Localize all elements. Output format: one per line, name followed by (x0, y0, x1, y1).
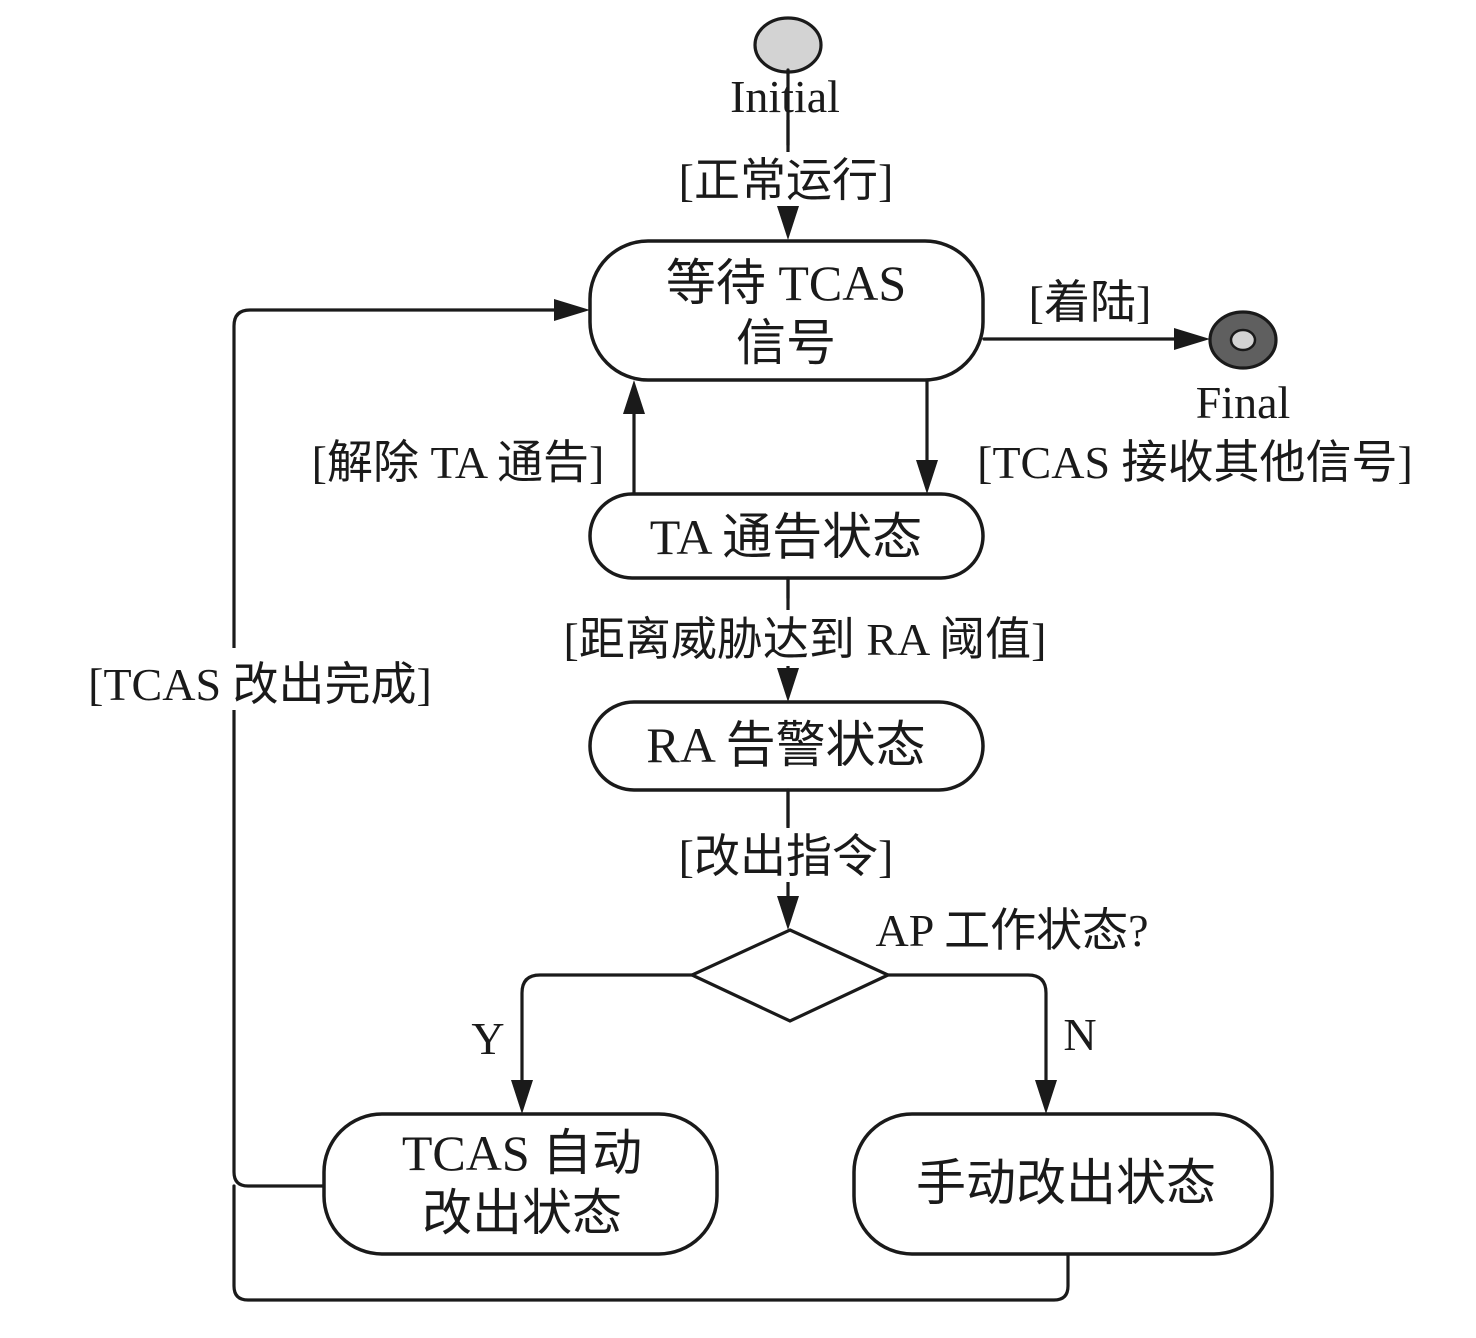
arrowhead-icon (777, 896, 799, 930)
arrowhead-icon (777, 668, 799, 702)
state-ta-label: TA 通告状态 (650, 509, 922, 565)
state-waiting-tcas (588, 239, 985, 382)
decision-label: AP 工作状态? (875, 905, 1148, 956)
edge-decision-yes (520, 973, 694, 1098)
final-label: Final (1196, 377, 1291, 428)
arrowhead-icon (623, 380, 645, 414)
arrowhead-icon (1174, 328, 1210, 350)
arrowhead-icon (916, 460, 938, 494)
arrowhead-icon (1035, 1080, 1057, 1114)
transition-landing: [着陆] (1029, 277, 1152, 328)
arrowhead-icon (777, 206, 799, 240)
state-tcas-auto-recovery (322, 1112, 719, 1256)
transition-ra-threshold: [距离威胁达到 RA 阈值] (564, 614, 1047, 665)
transition-normal-operation: [正常运行] (679, 155, 894, 206)
transition-tcas-other-signal: [TCAS 接收其他信号] (977, 437, 1413, 488)
state-auto-line2: 改出状态 (422, 1185, 622, 1241)
arrowhead-icon (511, 1080, 533, 1114)
arrowhead-icon (554, 299, 590, 321)
decision-ap-status (688, 928, 892, 1023)
edge-manual-to-loop (232, 1184, 1070, 1302)
state-manual-label: 手动改出状态 (916, 1155, 1216, 1211)
transition-tcas-recovery-done: [TCAS 改出完成] (88, 659, 432, 710)
state-ra-label: RA 告警状态 (646, 717, 925, 773)
state-waiting-line1: 等待 TCAS (666, 255, 906, 311)
state-waiting-line2: 信号 (736, 315, 836, 371)
edge-decision-no (886, 973, 1048, 1098)
state-manual-recovery (852, 1112, 1274, 1256)
branch-yes-label: Y (471, 1013, 504, 1064)
final-node-inner (1229, 328, 1257, 352)
transition-clear-ta: [解除 TA 通告] (312, 437, 605, 488)
initial-label: Initial (730, 71, 840, 122)
edge-auto-to-waiting (232, 308, 572, 1188)
state-auto-line1: TCAS 自动 (402, 1125, 642, 1181)
initial-node (753, 16, 823, 74)
branch-no-label: N (1063, 1009, 1096, 1060)
transition-recovery-command: [改出指令] (679, 831, 894, 882)
